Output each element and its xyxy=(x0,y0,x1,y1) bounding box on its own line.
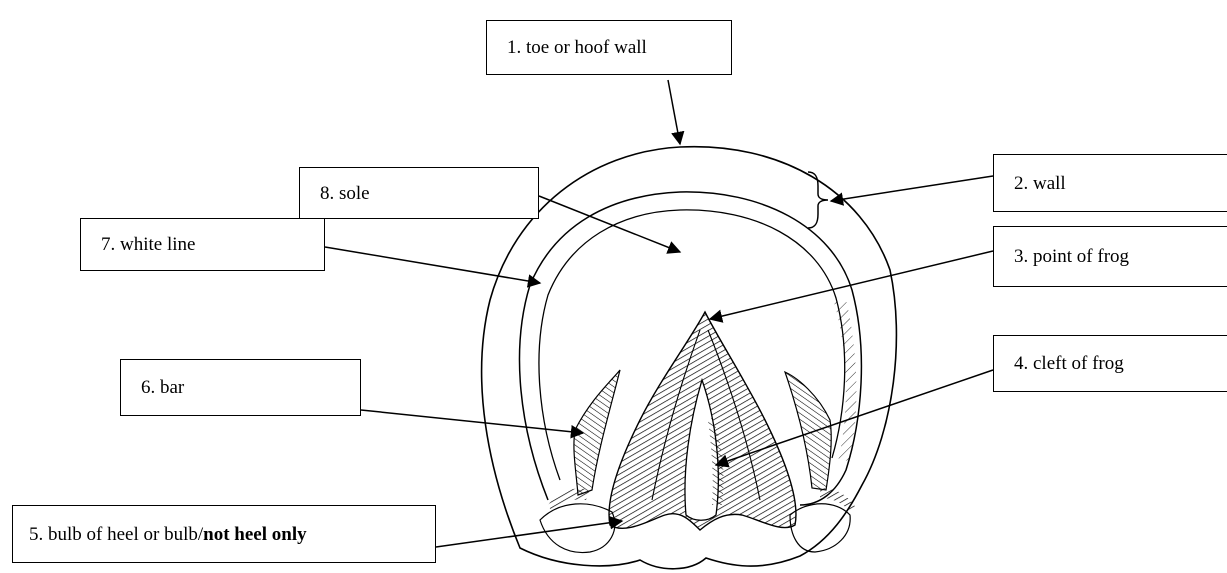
label-bar-text: 6. bar xyxy=(141,378,184,397)
label-bulb: 5. bulb of heel or bulb/not heel only xyxy=(12,505,436,563)
label-wall-text: 2. wall xyxy=(1014,174,1066,193)
label-cleft-of-frog: 4. cleft of frog xyxy=(993,335,1227,392)
label-white-line-text: 7. white line xyxy=(101,235,195,254)
label-point-of-frog-text: 3. point of frog xyxy=(1014,247,1129,266)
right-heel-bulb xyxy=(790,504,850,552)
arrow-sole xyxy=(539,196,680,252)
label-bulb-text: 5. bulb of heel or bulb/ xyxy=(29,525,203,544)
right-bar xyxy=(785,372,831,490)
wall-brace xyxy=(808,172,828,228)
label-sole-text: 8. sole xyxy=(320,184,370,203)
arrow-wall xyxy=(831,176,993,201)
arrow-bulb xyxy=(436,521,622,547)
left-heel-bulb xyxy=(540,504,615,553)
label-cleft-of-frog-text: 4. cleft of frog xyxy=(1014,354,1124,373)
label-bar: 6. bar xyxy=(120,359,361,416)
arrow-bar xyxy=(361,410,583,433)
arrow-white-line xyxy=(325,247,540,283)
arrow-toe xyxy=(668,80,680,144)
label-sole: 8. sole xyxy=(299,167,539,219)
label-wall: 2. wall xyxy=(993,154,1227,212)
label-toe: 1. toe or hoof wall xyxy=(486,20,732,75)
label-bulb-bold-text: not heel only xyxy=(203,525,306,544)
label-white-line: 7. white line xyxy=(80,218,325,271)
label-point-of-frog: 3. point of frog xyxy=(993,226,1227,287)
left-heel-shade xyxy=(548,489,590,512)
right-heel-shade xyxy=(820,488,856,512)
label-toe-text: 1. toe or hoof wall xyxy=(507,38,647,57)
arrow-point-of-frog xyxy=(710,251,993,319)
